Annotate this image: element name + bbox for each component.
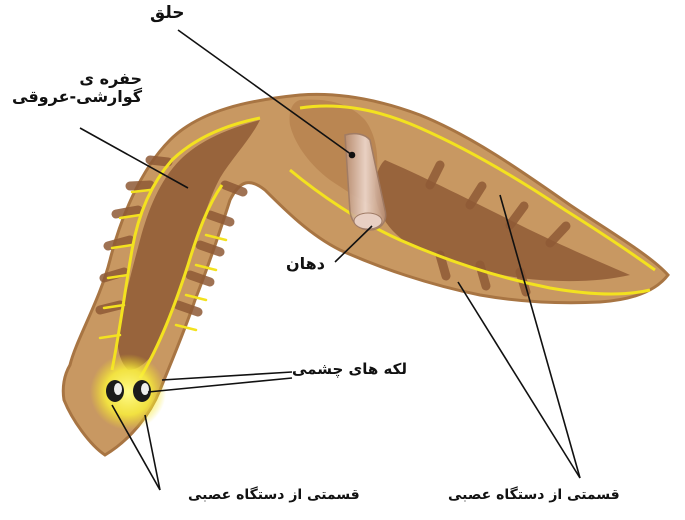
label-gastrovascular-cavity-line2: گوارشی-عروقی (12, 88, 142, 106)
label-eyespots: لکه های چشمی (292, 361, 407, 378)
label-nervous-system-left: قسمتی از دستگاه عصبی (188, 487, 360, 503)
left-eyespot-highlight (114, 383, 122, 395)
pharynx-opening (354, 213, 382, 229)
label-gastrovascular-cavity-line1: حفره ی (12, 70, 142, 88)
label-gastrovascular-cavity: حفره ی گوارشی-عروقی (12, 70, 142, 107)
label-mouth: دهان (286, 255, 325, 273)
label-nervous-system-right: قسمتی از دستگاه عصبی (448, 487, 620, 503)
right-eyespot-highlight (141, 383, 149, 395)
label-pharynx: حلق (150, 4, 185, 24)
